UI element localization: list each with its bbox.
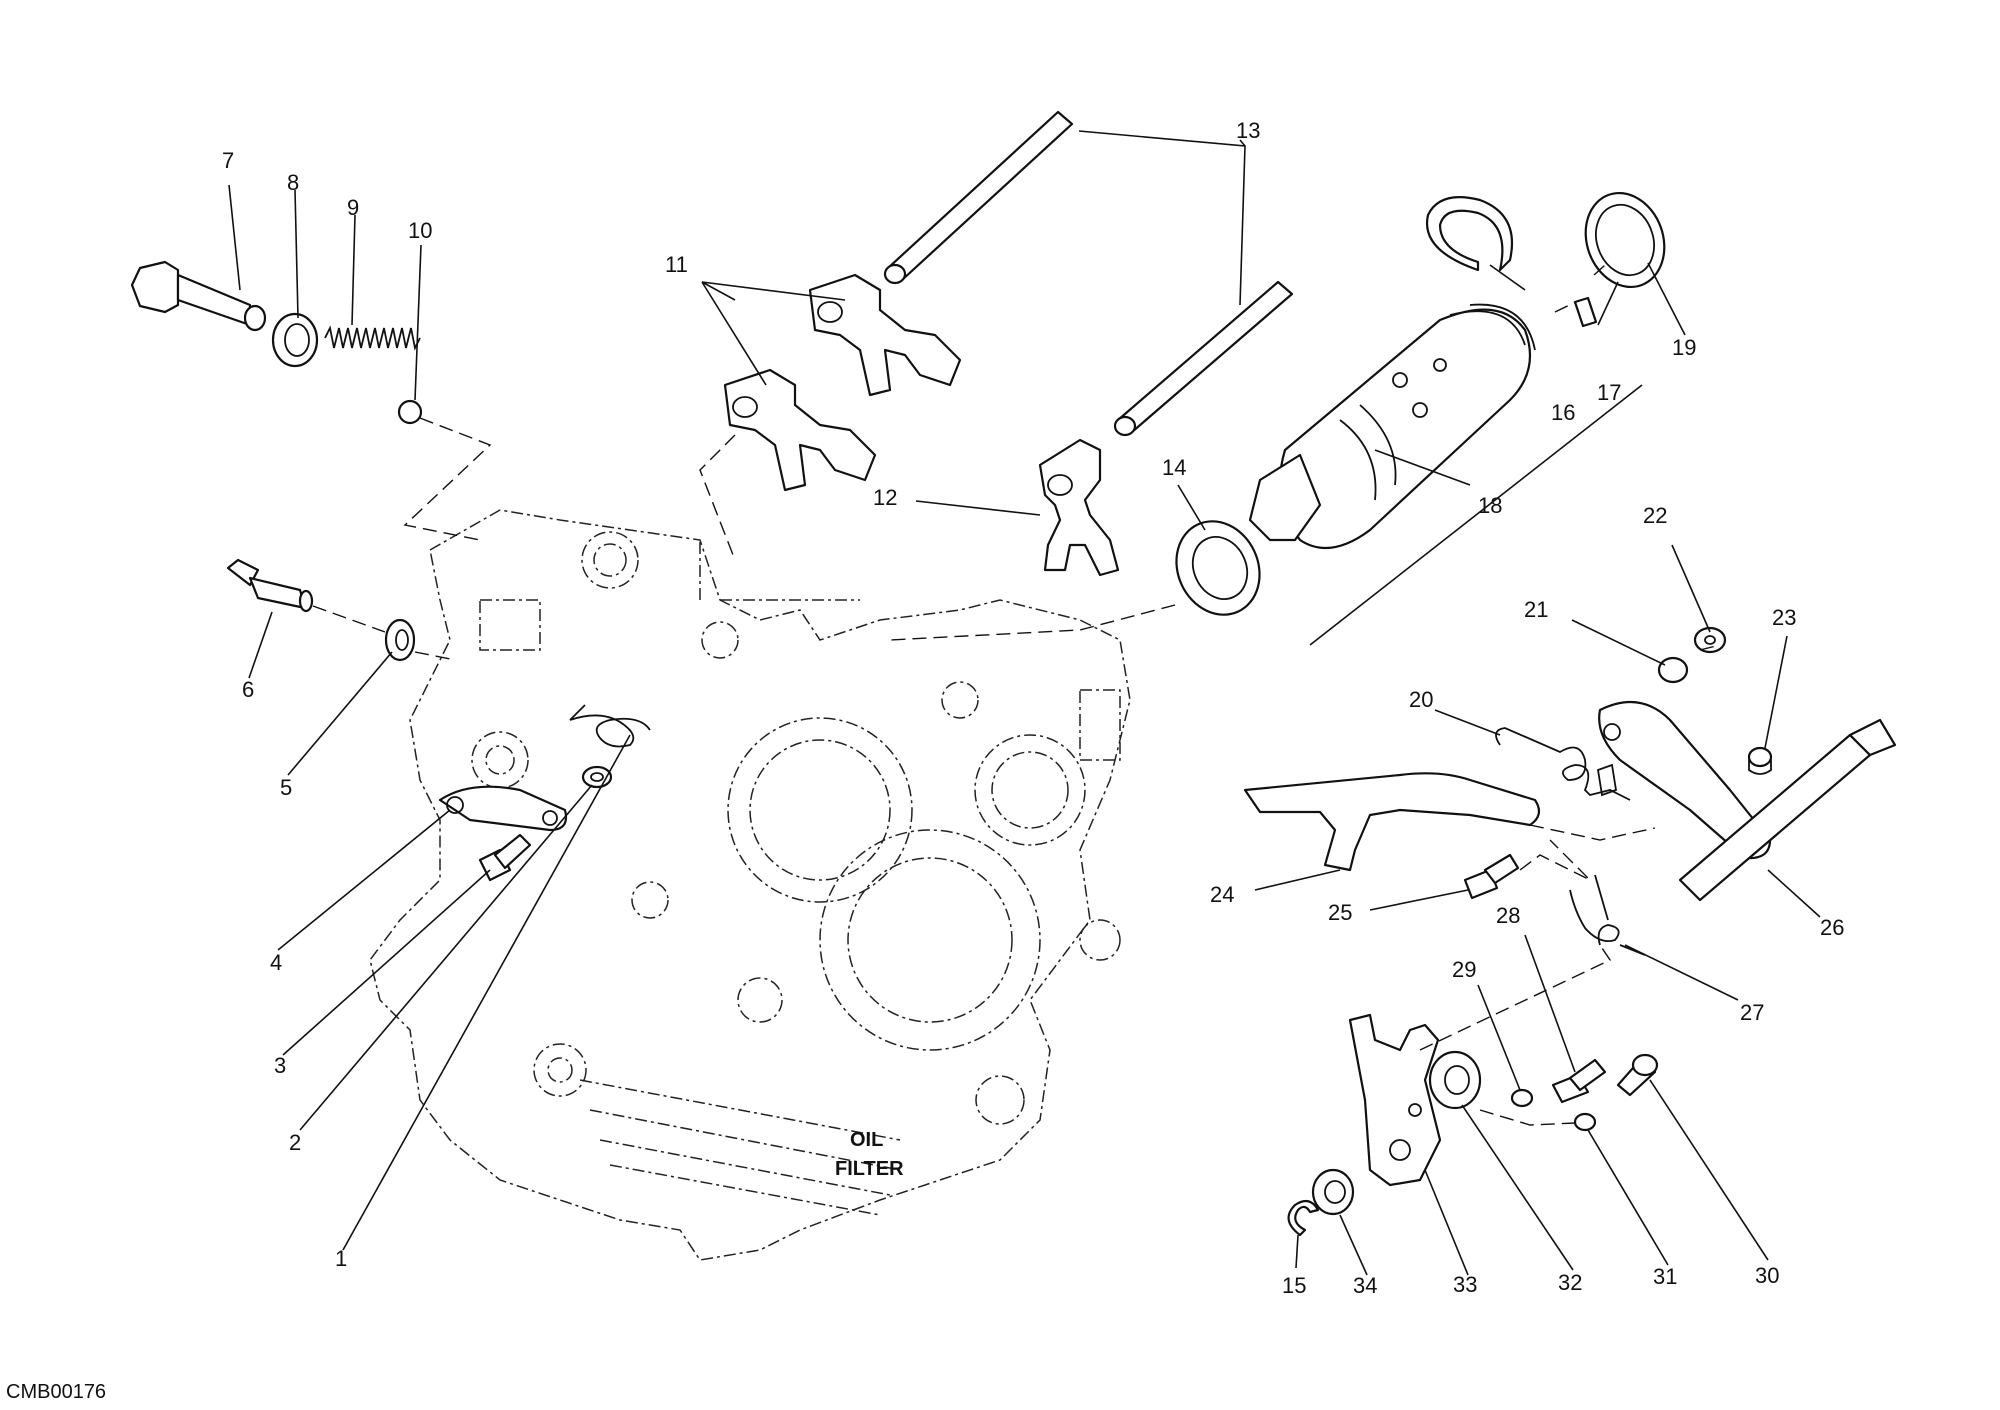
part-25-screw: [1463, 853, 1520, 900]
callout-8: 8: [287, 170, 299, 195]
part-23-bush: [1747, 746, 1773, 775]
callout-21: 21: [1524, 597, 1548, 622]
callout-25: 25: [1328, 900, 1352, 925]
callout-16: 16: [1551, 400, 1575, 425]
callout-1: 1: [335, 1246, 347, 1271]
callout-7: 7: [222, 148, 234, 173]
part-11-fork-lower: [723, 368, 877, 492]
callout-3: 3: [274, 1053, 286, 1078]
part-22-clip: [1693, 626, 1727, 654]
callout-24: 24: [1210, 882, 1234, 907]
callout-19: 19: [1672, 335, 1696, 360]
part-8-washer: [271, 312, 319, 368]
part-26-shift-shaft: [1596, 700, 1897, 902]
callout-34: 34: [1353, 1273, 1377, 1298]
callout-32: 32: [1558, 1270, 1582, 1295]
part-17-pin: [1573, 296, 1598, 328]
part-15-circlip: [1287, 1199, 1320, 1237]
callout-18: 18: [1478, 493, 1502, 518]
part-31-washer: [1573, 1112, 1597, 1132]
part-11-fork-upper: [808, 273, 962, 397]
part-34-washer: [1311, 1168, 1355, 1216]
part-13-shafts: [883, 110, 1294, 437]
part-18-selector-drum: [1248, 303, 1536, 550]
callout-31: 31: [1653, 1264, 1677, 1289]
part-12-fork: [1038, 438, 1120, 577]
part-10-ball: [397, 399, 423, 425]
callout-22: 22: [1643, 503, 1667, 528]
part-19-ring: [1584, 191, 1666, 289]
part-6-sensor: [226, 558, 314, 613]
part-20-spring: [1495, 727, 1631, 801]
callout-29: 29: [1452, 957, 1476, 982]
callout-12: 12: [873, 485, 897, 510]
crankcase-half: OIL FILTER: [369, 509, 1131, 1261]
callout-27: 27: [1740, 1000, 1764, 1025]
callout-33: 33: [1453, 1272, 1477, 1297]
callout-30: 30: [1755, 1263, 1779, 1288]
part-4-lever: [438, 785, 568, 832]
part-5-washer: [384, 618, 416, 662]
callout-numbers: 1 2 3 4 5 6 7 8 9 10 11 12 13 14 15 16 1…: [222, 118, 1844, 1298]
filter-text: FILTER: [835, 1158, 904, 1180]
callout-4: 4: [270, 950, 282, 975]
part-14-ring: [1175, 520, 1261, 616]
oil-text: OIL: [850, 1129, 883, 1151]
part-28-screw: [1551, 1058, 1607, 1104]
callout-6: 6: [242, 677, 254, 702]
callout-11: 11: [665, 252, 688, 277]
assembly-lines: [312, 264, 1721, 1126]
callout-28: 28: [1496, 903, 1520, 928]
callout-15: 15: [1282, 1273, 1306, 1298]
part-33-plate: [1348, 1013, 1442, 1187]
part-1-spring: [569, 704, 651, 748]
part-30-screw: [1616, 1053, 1659, 1097]
drawing-code: CMB00176: [6, 1381, 106, 1403]
part-7-bolt: [130, 260, 267, 332]
callout-9: 9: [347, 195, 359, 220]
part-24-shift-arm: [1243, 772, 1541, 872]
callout-17: 17: [1597, 380, 1621, 405]
callout-10: 10: [408, 218, 432, 243]
callout-5: 5: [280, 775, 292, 800]
callout-23: 23: [1772, 605, 1796, 630]
part-27-spring: [1569, 874, 1646, 956]
callout-20: 20: [1409, 687, 1433, 712]
part-29-washer: [1510, 1088, 1534, 1108]
part-16-circlip: [1425, 196, 1514, 272]
callout-14: 14: [1162, 455, 1186, 480]
part-32-bush: [1428, 1050, 1482, 1110]
part-9-spring: [324, 325, 421, 351]
callout-2: 2: [289, 1130, 301, 1155]
callout-26: 26: [1820, 915, 1844, 940]
leader-lines: [228, 130, 1821, 1276]
callout-13: 13: [1236, 118, 1260, 143]
part-21-washer: [1657, 656, 1689, 684]
